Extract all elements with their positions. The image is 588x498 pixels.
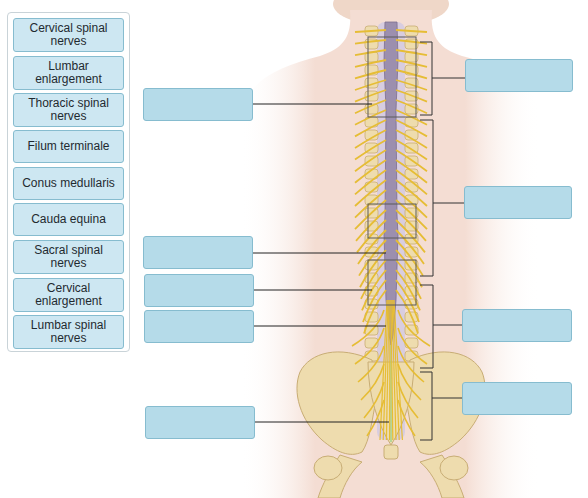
nerve <box>355 150 386 171</box>
term-box: Lumbar spinal nerves <box>13 315 124 349</box>
nerve <box>355 140 386 160</box>
answer-box <box>144 310 254 343</box>
term-box: Thoracic spinal nerves <box>13 93 124 127</box>
term-label: Lumbar spinal nerves <box>18 319 119 345</box>
nerve <box>355 130 386 148</box>
nerve <box>355 40 386 44</box>
nerve <box>358 230 386 264</box>
nerve <box>398 328 427 364</box>
nerve <box>396 130 427 148</box>
nerve <box>396 250 422 287</box>
term-box: Filum terminale <box>13 130 124 163</box>
nerve <box>358 346 384 382</box>
nerve <box>355 70 386 78</box>
brackets <box>420 42 465 440</box>
nerve <box>355 60 386 67</box>
leader-lines <box>253 104 389 422</box>
nerve <box>355 328 384 364</box>
nerve <box>355 30 386 32</box>
nerve <box>355 160 386 183</box>
term-box: Conus medullaris <box>13 167 124 200</box>
nerve <box>396 170 427 194</box>
enlargement-frames <box>368 37 416 305</box>
cauda-equina-fiber <box>386 300 389 440</box>
answer-box <box>464 186 572 219</box>
term-label: Cervical enlargement <box>18 282 119 308</box>
term-box: Lumbar enlargement <box>13 56 124 90</box>
nerve <box>396 90 427 102</box>
nerve <box>355 120 386 136</box>
nerve <box>396 70 427 78</box>
nerve <box>396 220 425 252</box>
spinal-nerves <box>352 22 430 442</box>
answer-box <box>143 88 253 121</box>
nerve <box>355 90 386 102</box>
nerve <box>361 260 386 299</box>
nerve <box>367 400 384 436</box>
term-box: Cervical spinal nerves <box>13 18 124 52</box>
nerve <box>396 140 427 160</box>
nerve <box>396 150 427 171</box>
answer-box <box>144 274 254 307</box>
term-label: Cervical spinal nerves <box>18 22 119 48</box>
nerve <box>396 260 421 299</box>
nerve <box>355 50 386 55</box>
answer-box <box>143 236 253 269</box>
nerve <box>396 120 427 136</box>
nerve <box>398 364 421 400</box>
term-box: Cervical enlargement <box>13 278 124 312</box>
nerve <box>396 50 427 55</box>
term-label: Filum terminale <box>27 140 109 153</box>
nerve <box>355 170 386 194</box>
nerve <box>398 346 424 382</box>
nerve <box>361 364 384 400</box>
vertebra-arch <box>405 182 418 192</box>
nerve <box>396 230 424 264</box>
nerve <box>357 220 386 252</box>
nerve <box>396 60 427 67</box>
nerve <box>396 240 423 276</box>
cauda-equina-fiber <box>389 300 391 440</box>
nerve <box>364 382 384 418</box>
nerve <box>398 382 418 418</box>
term-label: Conus medullaris <box>22 177 115 190</box>
nerve <box>396 30 427 32</box>
answer-box <box>465 59 573 92</box>
nerve <box>396 160 427 183</box>
cauda-equina-fiber <box>380 300 387 440</box>
term-label: Sacral spinal nerves <box>18 244 119 270</box>
term-label: Cauda equina <box>31 213 106 226</box>
nerve <box>359 240 386 276</box>
answer-box <box>462 309 572 342</box>
answer-box <box>462 382 572 415</box>
nerve <box>360 250 386 287</box>
cauda-equina-fiber <box>394 300 402 440</box>
vertebra-arch <box>365 156 378 166</box>
cauda-equina-fiber <box>383 300 388 440</box>
term-label: Thoracic spinal nerves <box>18 97 119 123</box>
term-label: Lumbar enlargement <box>18 60 119 86</box>
term-box: Sacral spinal nerves <box>13 240 124 274</box>
answer-box <box>145 406 255 439</box>
term-box: Cauda equina <box>13 203 124 236</box>
nerve <box>398 400 415 436</box>
nerve <box>355 80 386 90</box>
nerve <box>396 80 427 90</box>
